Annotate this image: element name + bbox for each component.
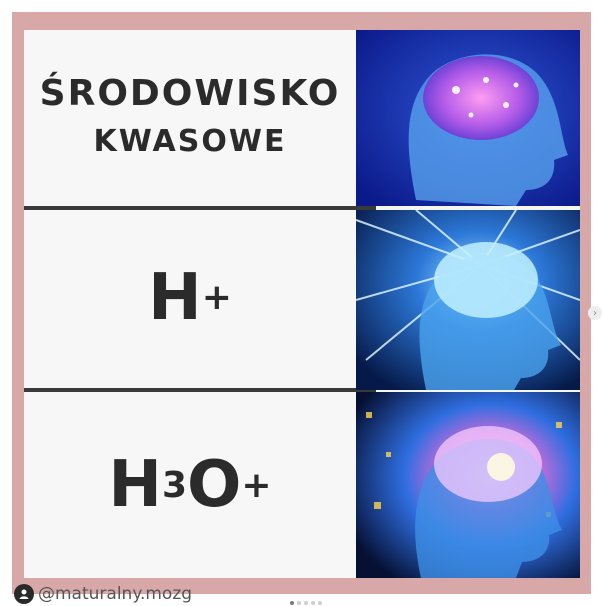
panel-divider-1 bbox=[24, 206, 376, 210]
next-arrow-icon[interactable]: › bbox=[588, 306, 602, 320]
panel-3-sup: + bbox=[241, 464, 272, 506]
panel-1-line-1: ŚRODOWISKO bbox=[39, 72, 341, 114]
panel-2-text: H+ bbox=[24, 210, 356, 385]
panel-3-sub: 3 bbox=[161, 464, 188, 506]
carousel-dot-active[interactable] bbox=[290, 601, 294, 605]
panel-3-base: H bbox=[108, 448, 162, 522]
avatar bbox=[14, 584, 34, 604]
watermark: @maturalny.mozg bbox=[14, 584, 192, 604]
carousel-dot[interactable] bbox=[311, 601, 315, 605]
watermark-text: @maturalny.mozg bbox=[38, 584, 193, 604]
carousel-dot[interactable] bbox=[304, 601, 308, 605]
panel-1-text: ŚRODOWISKO KWASOWE bbox=[24, 30, 356, 205]
panel-1-line-2: KWASOWE bbox=[93, 123, 287, 159]
panel-2-base: H bbox=[148, 260, 202, 335]
image-column bbox=[356, 30, 580, 578]
user-icon bbox=[19, 589, 29, 599]
carousel-dot[interactable] bbox=[297, 601, 301, 605]
brain-image-1 bbox=[356, 30, 580, 206]
brain-image-2 bbox=[356, 210, 580, 390]
brain-image-3 bbox=[356, 392, 580, 578]
panel-3-base-2: O bbox=[187, 448, 242, 522]
carousel-dot[interactable] bbox=[318, 601, 322, 605]
carousel-dots bbox=[290, 601, 322, 605]
panel-divider-2 bbox=[24, 388, 376, 392]
panel-2-sup: + bbox=[201, 277, 232, 318]
